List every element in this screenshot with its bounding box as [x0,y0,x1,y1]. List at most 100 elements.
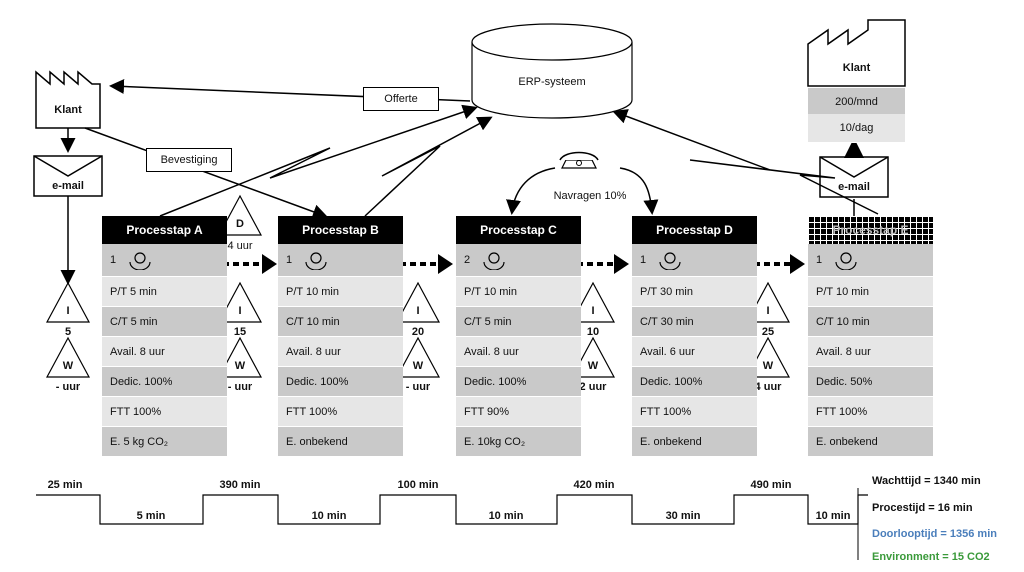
process-b-metric: Dedic. 100% [278,367,403,397]
d-triangle-label: 4 uur [227,240,253,252]
erp-system-label: ERP-systeem [518,76,586,88]
process-c-metric: Dedic. 100% [456,367,581,397]
erp-system-cylinder [471,23,633,119]
process-b-operator-row: 1 [278,244,403,277]
timeline-wait-e: 490 min [750,479,792,491]
process-b-title-text: Processtap B [302,223,379,237]
process-d-operator-row: 1 [632,244,757,277]
operator-icon [305,252,327,270]
process-a-metric: FTT 100% [102,397,227,427]
supplier-email-label: e-mail [52,180,84,192]
process-d-metric: E. onbekend [632,427,757,457]
process-d-metric: P/T 30 min [632,277,757,307]
process-e-title: Processtap E [808,216,933,244]
process-c-metric: Avail. 8 uur [456,337,581,367]
process-a-metric: C/T 5 min [102,307,227,337]
wait-d-letter: W [587,360,599,372]
operator-count: 1 [110,254,117,266]
process-e-metric: E. onbekend [808,427,933,457]
process-e-metric: C/T 10 min [808,307,933,337]
wait-b-value: - uur [227,381,253,393]
process-e-metric: P/T 10 min [808,277,933,307]
timeline-wait-c: 100 min [397,479,439,491]
inventory-triangles [45,194,791,378]
inventory-a-count: 5 [64,326,72,338]
process-b-metric: FTT 100% [278,397,403,427]
inventory-e-letter: I [766,305,770,317]
operator-icon [659,252,681,270]
process-a-operator-row: 1 [102,244,227,277]
inventory-a-letter: I [66,305,70,317]
supplier-factory-icon [35,70,101,129]
offerte-box: Offerte [363,87,439,111]
operator-icon [129,252,151,270]
process-b-metric: E. onbekend [278,427,403,457]
inventory-c-letter: I [416,305,420,317]
timeline-process-a: 5 min [136,510,166,522]
supplier-label: Klant [54,104,82,116]
summary-environment: Environment = 15 CO2 [872,551,990,563]
process-a-metric: E. 5 kg CO₂ [102,427,227,457]
operator-count: 1 [286,254,293,266]
summary-procestijd: Procestijd = 16 min [872,502,973,514]
operator-count: 2 [464,254,471,266]
process-c-title: Processtap C [456,216,581,244]
process-d-metric: Dedic. 100% [632,367,757,397]
supplier-email-envelope-icon [33,155,103,197]
d-triangle-letter: D [236,218,244,230]
customer-factory-icon [807,19,906,87]
operator-count: 1 [816,254,823,266]
wait-e-letter: W [762,360,774,372]
process-e-title-text: Processtap E [832,223,909,237]
inventory-b-letter: I [238,305,242,317]
timeline-process-c: 10 min [488,510,524,522]
process-e-operator-row: 1 [808,244,933,277]
timeline-process-d: 30 min [665,510,701,522]
wait-e-value: 4 uur [754,381,782,393]
process-c-metric: FTT 90% [456,397,581,427]
process-c-metric: P/T 10 min [456,277,581,307]
process-c-metric: E. 10kg CO₂ [456,427,581,457]
process-a-title: Processtap A [102,216,227,244]
timeline-ladder [36,494,868,525]
bevestiging-box: Bevestiging [146,148,232,172]
operator-count: 1 [640,254,647,266]
wait-d-value: 2 uur [579,381,607,393]
process-a-metric: Avail. 8 uur [102,337,227,367]
customer-email-label: e-mail [838,181,870,193]
process-d-title: Processtap D [632,216,757,244]
inventory-d-count: 10 [586,326,600,338]
inventory-c-count: 20 [411,326,425,338]
process-d-metric: Avail. 6 uur [632,337,757,367]
process-d-metric: C/T 30 min [632,307,757,337]
navragen-label: Navragen 10% [553,190,627,202]
process-e-metric: FTT 100% [808,397,933,427]
timeline-wait-b: 390 min [219,479,261,491]
process-a-title-text: Processtap A [126,223,203,237]
customer-demand-monthly: 200/mnd [808,88,905,117]
customer-label: Klant [842,62,871,74]
wait-b-letter: W [234,360,246,372]
process-b-title: Processtap B [278,216,403,244]
process-b-metric: C/T 10 min [278,307,403,337]
operator-icon [483,252,505,270]
timeline-process-b: 10 min [311,510,347,522]
timeline-wait-d: 420 min [573,479,615,491]
process-b-metric: Avail. 8 uur [278,337,403,367]
process-e-metric: Avail. 8 uur [808,337,933,367]
process-c-metric: C/T 5 min [456,307,581,337]
process-d-metric: FTT 100% [632,397,757,427]
operator-icon [835,252,857,270]
wait-c-value: - uur [405,381,431,393]
wait-a-letter: W [62,360,74,372]
process-a-metric: P/T 5 min [102,277,227,307]
customer-demand-daily: 10/dag [808,114,905,143]
telephone-icon [559,151,599,169]
summary-wachttijd: Wachttijd = 1340 min [872,475,981,487]
timeline-process-e: 10 min [815,510,851,522]
process-c-operator-row: 2 [456,244,581,277]
process-a-metric: Dedic. 100% [102,367,227,397]
process-b-metric: P/T 10 min [278,277,403,307]
process-d-title-text: Processtap D [656,223,733,237]
